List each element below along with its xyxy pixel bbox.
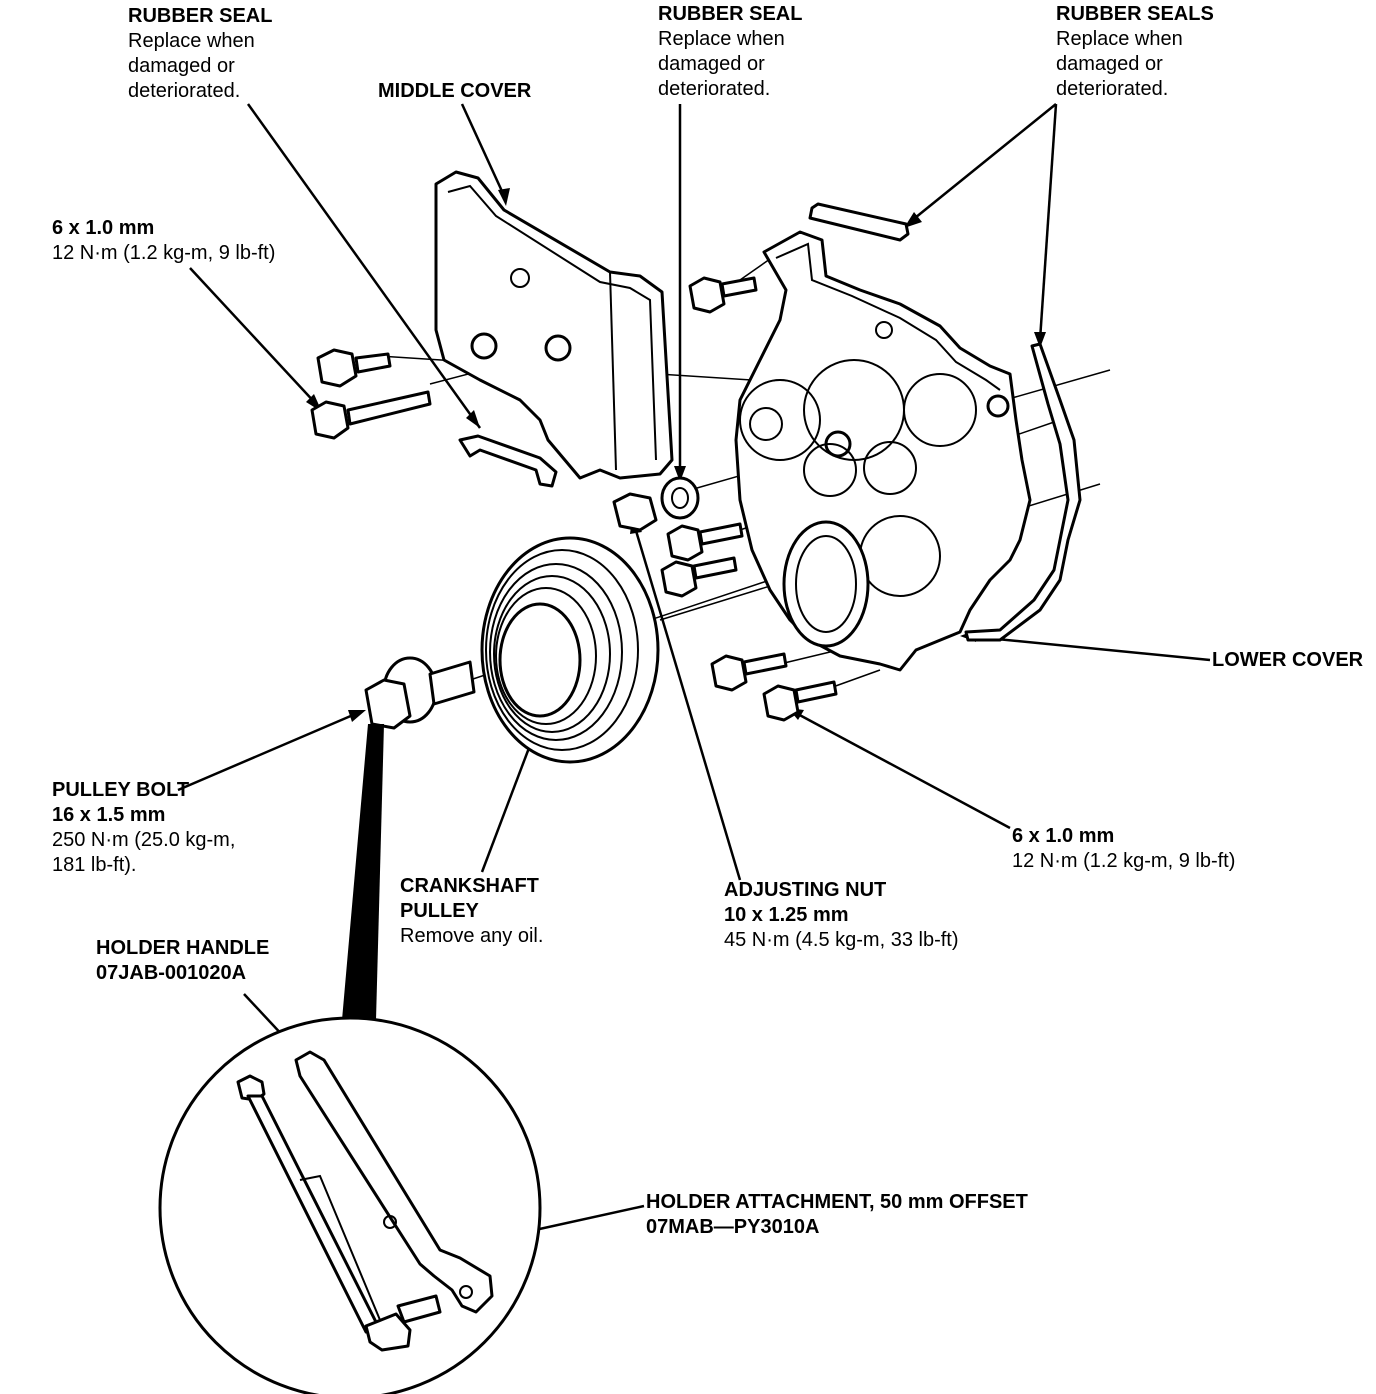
pulley-bolt xyxy=(364,656,476,730)
label-bolt-upper: 6 x 1.0 mm 12 N·m (1.2 kg-m, 9 lb-ft) xyxy=(52,216,275,266)
rubber-seal-center-line-1: Replace when xyxy=(658,28,785,50)
bolt-upper-torque: 12 N·m (1.2 kg-m, 9 lb-ft) xyxy=(52,242,276,264)
bolt-lower-torque: 12 N·m (1.2 kg-m, 9 lb-ft) xyxy=(1012,850,1236,872)
middle-cover xyxy=(434,170,674,480)
crankshaft-pulley-title: CRANKSHAFT xyxy=(400,875,539,897)
middle-cover-title: MIDDLE COVER xyxy=(378,80,532,102)
bolts-upper-left xyxy=(310,348,432,440)
rubber-seal-center-line-2: damaged or xyxy=(658,53,765,75)
pulley-bolt-line-2: 181 lb-ft). xyxy=(52,854,137,876)
label-holder-handle: HOLDER HANDLE 07JAB-001020A xyxy=(96,936,269,986)
leader-rubber-seal-top xyxy=(909,103,1057,223)
holder-handle-part-number: 07JAB-001020A xyxy=(96,962,247,984)
lower-cover-title: LOWER COVER xyxy=(1212,649,1364,671)
leader-middle-cover xyxy=(460,103,508,201)
leader-bolt-lower xyxy=(793,710,1011,830)
holder-attachment-title: HOLDER ATTACHMENT, 50 mm OFFSET xyxy=(646,1191,1028,1213)
rubber-seal-side xyxy=(964,342,1082,642)
label-pulley-bolt: PULLEY BOLT 16 x 1.5 mm 250 N·m (25.0 kg… xyxy=(52,778,235,878)
leader-rubber-seal-left xyxy=(246,103,482,429)
adjusting-nut-torque: 45 N·m (4.5 kg-m, 33 lb-ft) xyxy=(724,929,959,951)
rubber-seals-right-line-3: deteriorated. xyxy=(1056,78,1169,100)
adjusting-nut xyxy=(612,476,700,532)
leader-lower-cover xyxy=(965,634,1211,662)
crankshaft-pulley-note: Remove any oil. xyxy=(400,925,544,947)
label-bolt-lower: 6 x 1.0 mm 12 N·m (1.2 kg-m, 9 lb-ft) xyxy=(1012,824,1235,874)
rubber-seals-right-line-1: Replace when xyxy=(1056,28,1183,50)
leader-rubber-seal-side xyxy=(1038,103,1058,341)
label-holder-attachment: HOLDER ATTACHMENT, 50 mm OFFSET 07MAB—PY… xyxy=(646,1190,1028,1240)
label-middle-cover: MIDDLE COVER xyxy=(378,79,531,104)
rubber-seals-right-line-2: damaged or xyxy=(1056,53,1163,75)
rubber-seal-center-line-3: deteriorated. xyxy=(658,78,771,100)
rubber-seal-center-title: RUBBER SEAL xyxy=(658,3,803,25)
lower-cover xyxy=(734,230,1032,672)
rubber-seals-right-title: RUBBER SEALS xyxy=(1056,3,1214,25)
adjusting-nut-size: 10 x 1.25 mm xyxy=(724,904,849,926)
leader-crankshaft-pulley xyxy=(480,739,534,873)
bolt-lower-title: 6 x 1.0 mm xyxy=(1012,825,1115,847)
rubber-seal-left-line-1: Replace when xyxy=(128,30,255,52)
rubber-seal-left-title: RUBBER SEAL xyxy=(128,5,273,27)
label-adjusting-nut: ADJUSTING NUT 10 x 1.25 mm 45 N·m (4.5 k… xyxy=(724,878,959,953)
holder-handle-title: HOLDER HANDLE xyxy=(96,937,270,959)
zoom-pointer xyxy=(342,724,384,1020)
pulley-bolt-title: PULLEY BOLT xyxy=(52,779,190,801)
pulley-bolt-line-1: 250 N·m (25.0 kg-m, xyxy=(52,829,236,851)
label-crankshaft-pulley: CRANKSHAFT PULLEY Remove any oil. xyxy=(400,874,543,949)
rubber-seal-top xyxy=(808,202,910,242)
label-lower-cover: LOWER COVER xyxy=(1212,648,1363,673)
adjusting-nut-title: ADJUSTING NUT xyxy=(724,879,887,901)
leader-bolt-upper xyxy=(189,267,319,407)
crankshaft-pulley-title-2: PULLEY xyxy=(400,900,479,922)
leader-adjusting-nut xyxy=(632,523,742,881)
bolts-lower-cover xyxy=(660,276,838,722)
rubber-seal-left-line-2: damaged or xyxy=(128,55,235,77)
holder-attachment-part-number: 07MAB—PY3010A xyxy=(646,1216,820,1238)
label-rubber-seal-left: RUBBER SEAL Replace when damaged or dete… xyxy=(128,4,272,104)
pulley-bolt-size: 16 x 1.5 mm xyxy=(52,804,166,826)
tool-inset xyxy=(158,1016,542,1394)
label-rubber-seal-center: RUBBER SEAL Replace when damaged or dete… xyxy=(658,2,802,102)
rubber-seal-left xyxy=(458,434,558,488)
bolt-upper-title: 6 x 1.0 mm xyxy=(52,217,155,239)
crankshaft-pulley xyxy=(480,536,660,764)
rubber-seal-left-line-3: deteriorated. xyxy=(128,80,241,102)
leader-pulley-bolt xyxy=(177,710,361,792)
label-rubber-seals-right: RUBBER SEALS Replace when damaged or det… xyxy=(1056,2,1214,102)
